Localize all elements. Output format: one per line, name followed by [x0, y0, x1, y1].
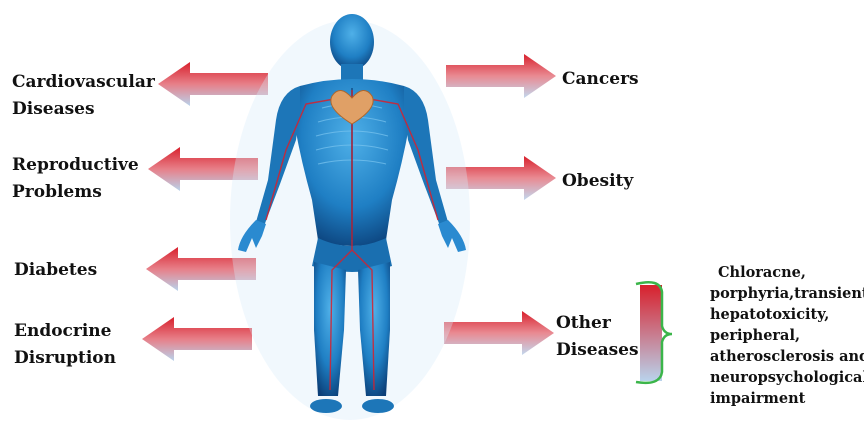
other-diseases-detail: Chloracne, porphyria,transient hepatotox…	[710, 262, 864, 409]
arrow-cardiovascular	[158, 62, 268, 106]
label-obesity: Obesity	[562, 168, 633, 195]
label-endocrine-disruption: Endocrine Disruption	[14, 318, 116, 372]
arrow-cancers	[446, 54, 556, 98]
label-line: Other	[556, 310, 639, 337]
arrow-endocrine	[142, 317, 252, 361]
detail-line: atherosclerosis and	[710, 346, 864, 367]
other-diseases-bracket	[636, 282, 672, 383]
label-reproductive-problems: Reproductive Problems	[12, 152, 139, 206]
label-line: Reproductive	[12, 152, 139, 179]
label-cardiovascular-diseases: Cardiovascular Diseases	[12, 69, 155, 123]
label-line: Cancers	[562, 66, 639, 93]
arrow-other-diseases	[444, 311, 554, 355]
label-other-diseases: Other Diseases	[556, 310, 639, 364]
label-diabetes: Diabetes	[14, 257, 97, 284]
label-cancers: Cancers	[562, 66, 639, 93]
label-line: Problems	[12, 179, 139, 206]
label-line: Obesity	[562, 168, 633, 195]
label-line: Cardiovascular	[12, 69, 155, 96]
label-line: Disruption	[14, 345, 116, 372]
label-line: Endocrine	[14, 318, 116, 345]
detail-line: neuropsychological	[710, 367, 864, 388]
detail-line: peripheral,	[710, 325, 864, 346]
label-line: Diabetes	[14, 257, 97, 284]
label-line: Diseases	[12, 96, 155, 123]
label-line: Diseases	[556, 337, 639, 364]
detail-line: hepatotoxicity,	[710, 304, 864, 325]
detail-line: Chloracne,	[710, 262, 864, 283]
detail-line: impairment	[710, 388, 864, 409]
detail-line: porphyria,transient	[710, 283, 864, 304]
